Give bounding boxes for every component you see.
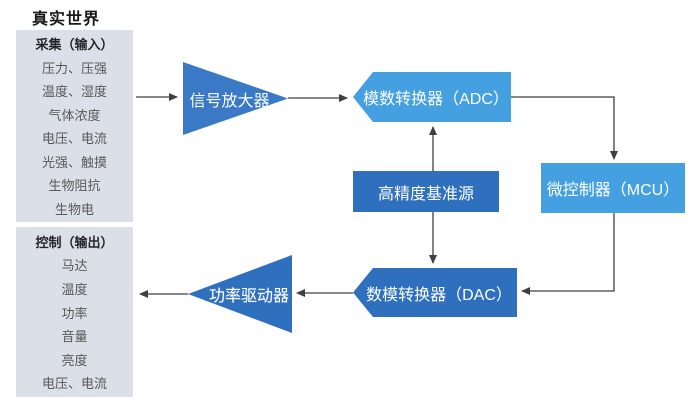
input-item: 压力、压强 <box>41 60 107 76</box>
input-item: 生物电 <box>54 201 94 217</box>
reference-block: 高精度基准源 <box>353 171 499 212</box>
input-item: 电压、电流 <box>41 131 107 147</box>
control-output-panel: 控制（输出） 马达 温度 功率 音量 亮度 电压、电流 <box>16 227 133 397</box>
dac-pentagon-shape <box>353 268 517 317</box>
input-item: 生物阻抗 <box>48 178 101 194</box>
arrow-adc-to-mcu <box>511 96 618 160</box>
input-item: 气体浓度 <box>48 107 101 123</box>
adc-label: 模数转换器（ADC） <box>363 91 509 108</box>
input-item: 光强、触摸 <box>41 154 107 170</box>
acquisition-header: 采集（输入） <box>35 37 114 53</box>
diagram-title: 真实世界 <box>32 11 101 28</box>
adc-pentagon-shape <box>353 72 511 122</box>
output-item: 温度 <box>61 281 88 297</box>
output-item: 亮度 <box>61 352 88 368</box>
mcu-rect-shape <box>541 163 685 213</box>
mcu-block: 微控制器（MCU） <box>541 163 685 213</box>
arrow-mcu-to-dac <box>521 213 615 295</box>
reference-label: 高精度基准源 <box>377 185 474 203</box>
amplifier-label: 信号放大器 <box>189 92 270 110</box>
output-item: 音量 <box>61 329 88 345</box>
amplifier-block: 信号放大器 <box>183 62 288 135</box>
input-item: 温度、湿度 <box>41 84 107 100</box>
reference-rect-shape <box>353 171 499 212</box>
driver-label: 功率驱动器 <box>208 288 289 305</box>
output-item: 电压、电流 <box>41 376 107 392</box>
adc-block: 模数转换器（ADC） <box>353 72 511 122</box>
mcu-label: 微控制器（MCU） <box>546 182 680 199</box>
driver-block: 功率驱动器 <box>188 255 292 333</box>
dac-label: 数模转换器（DAC） <box>366 286 512 304</box>
output-item: 功率 <box>61 305 88 321</box>
dac-block: 数模转换器（DAC） <box>353 268 517 317</box>
output-item: 马达 <box>61 258 88 274</box>
control-header: 控制（输出） <box>35 234 114 250</box>
acquisition-input-panel: 采集（输入） 压力、压强 温度、湿度 气体浓度 电压、电流 光强、触摸 生物阻抗… <box>16 30 133 222</box>
